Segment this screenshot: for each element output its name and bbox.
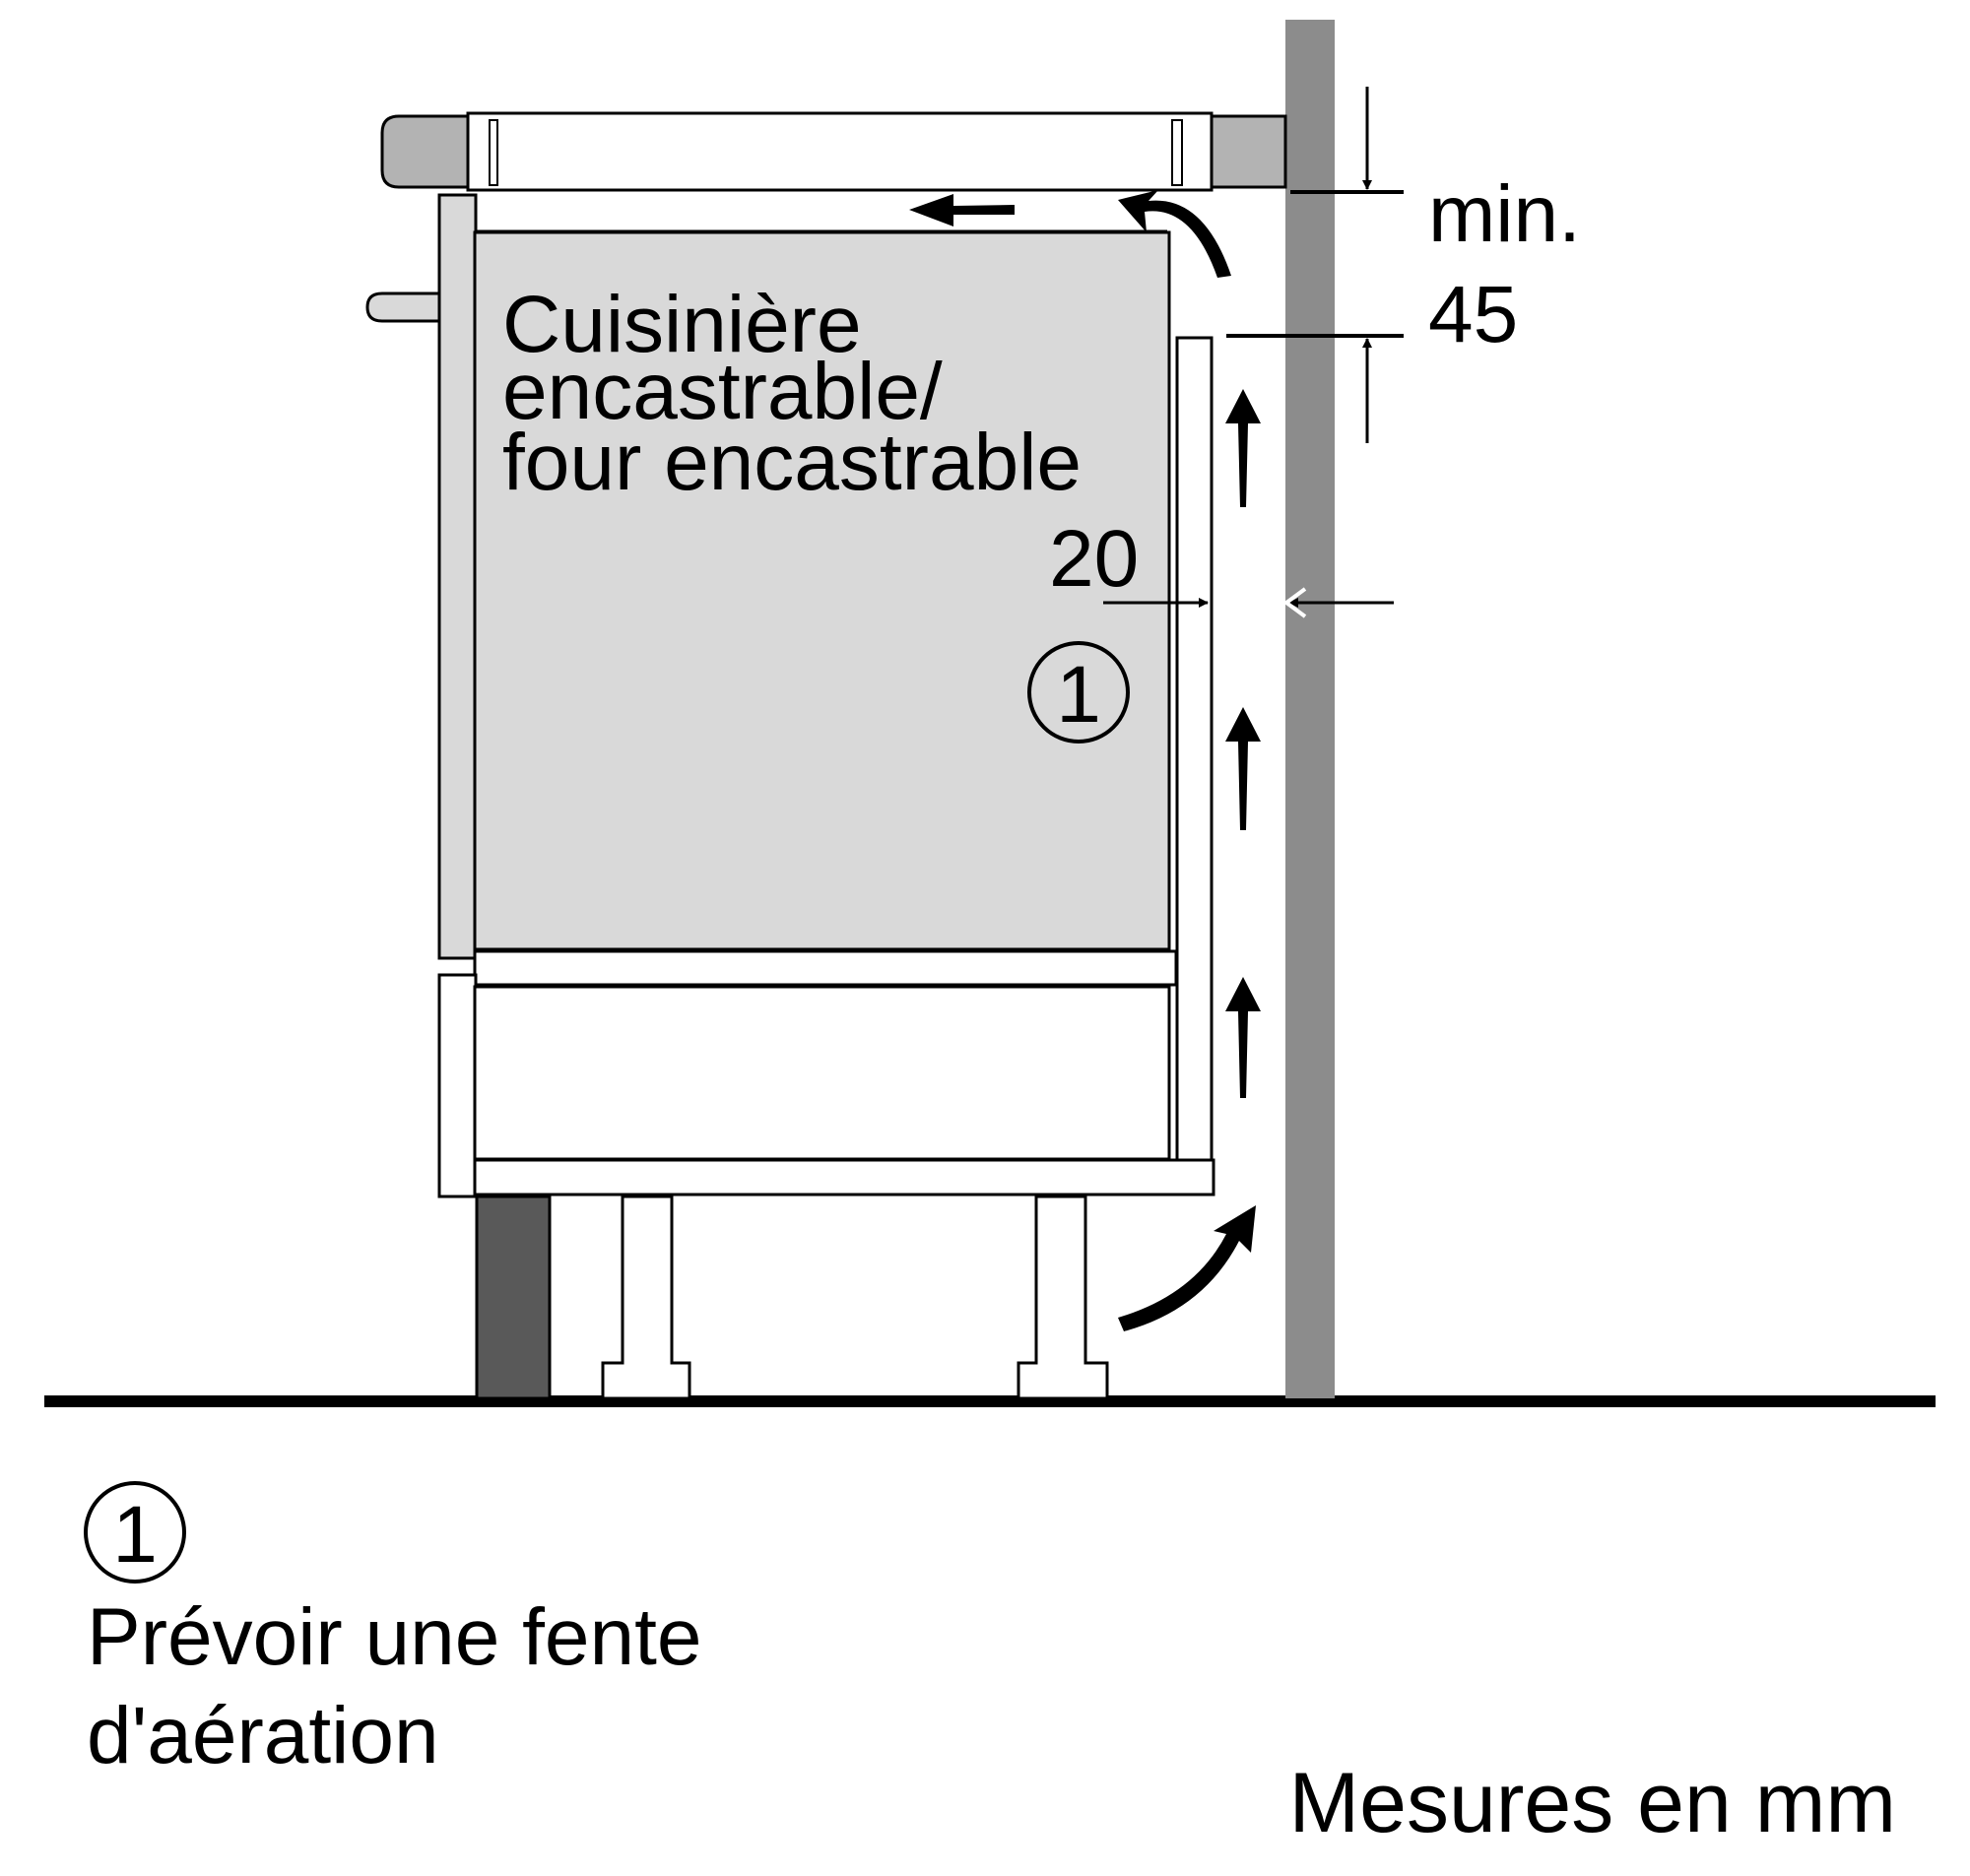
top-gap-value: 45 — [1428, 270, 1518, 359]
legend-description-line1: Prévoir une fente — [87, 1592, 702, 1682]
side-gap-value: 20 — [1049, 514, 1139, 604]
front-panel — [437, 193, 478, 960]
cooktop-edge — [489, 119, 498, 186]
foot-left — [601, 1195, 691, 1400]
legend-marker-number: 1 — [112, 1490, 158, 1580]
drawer — [473, 985, 1171, 1161]
airflow-arrow-curve-top — [1118, 190, 1231, 278]
side-gap-dimension — [1103, 587, 1394, 618]
callout-marker-number: 1 — [1056, 650, 1101, 740]
legend-description-line2: d'aération — [87, 1691, 439, 1780]
cooktop-edge-right — [1171, 119, 1183, 186]
appliance-label-line2: encastrable/ — [502, 347, 943, 436]
appliance-body — [473, 230, 1171, 951]
worktop — [380, 114, 492, 189]
appliance-label-line3: four encastrable — [502, 418, 1082, 507]
airflow-arrow-up-1 — [1225, 389, 1261, 507]
shelf-lower — [473, 949, 1178, 987]
legend-marker-circle — [84, 1481, 186, 1584]
appliance-label-line1: Cuisinière — [502, 280, 862, 369]
callout-marker-circle — [1027, 641, 1130, 744]
airflow-arrow-up-2 — [1225, 707, 1261, 830]
airflow-arrows — [909, 190, 1261, 1331]
foot-right — [1017, 1195, 1109, 1400]
airflow-arrow-up-3 — [1225, 977, 1261, 1098]
drawer-front — [437, 973, 478, 1198]
top-gap-prefix: min. — [1428, 169, 1581, 259]
cabinet-base — [473, 1158, 1215, 1197]
knob — [365, 291, 441, 323]
airflow-arrow-left — [909, 194, 1015, 226]
cooktop — [466, 111, 1214, 192]
airflow-arrow-curve-bottom — [1118, 1205, 1256, 1331]
side-board — [1175, 336, 1214, 1162]
plinth — [475, 1195, 552, 1400]
units-note: Mesures en mm — [1289, 1756, 1897, 1850]
wall — [1285, 20, 1335, 1398]
top-gap-dimension — [1226, 87, 1404, 443]
